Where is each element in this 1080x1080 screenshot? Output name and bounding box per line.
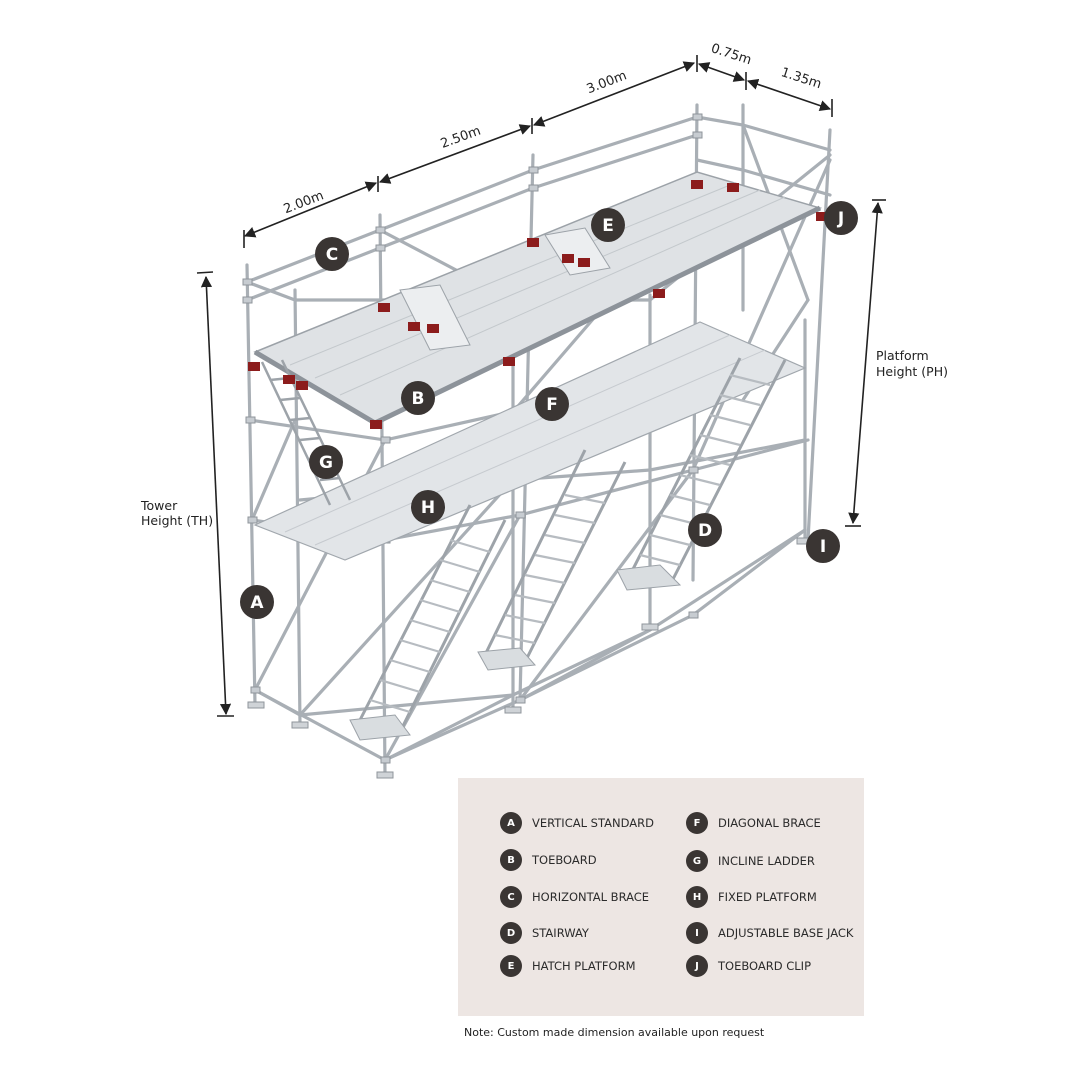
stair-landings [349, 564, 682, 741]
stairways [358, 357, 787, 733]
svg-text:A: A [250, 593, 264, 613]
svg-text:J: J [837, 209, 844, 229]
legend-badge: H [686, 886, 708, 908]
legend-label: FIXED PLATFORM [718, 890, 817, 904]
marker-b: B [401, 381, 435, 415]
tower-height-label-line2: Height (TH) [141, 513, 213, 528]
top-platform [253, 171, 823, 426]
svg-text:I: I [820, 537, 826, 557]
legend-item-incline-ladder: G INCLINE LADDER [686, 849, 815, 873]
base-jacks [247, 537, 814, 779]
legend-label: HATCH PLATFORM [532, 959, 636, 973]
legend-badge: A [500, 812, 522, 834]
legend-badge: F [686, 812, 708, 834]
platform-height-label-line2: Height (PH) [876, 364, 948, 379]
dim-bay3-label: 3.00m [585, 68, 629, 97]
marker-a: A [240, 585, 274, 619]
svg-text:C: C [326, 245, 338, 265]
legend-label: STAIRWAY [532, 926, 589, 940]
marker-c: C [315, 237, 349, 271]
legend-badge: B [500, 849, 522, 871]
legend-badge: I [686, 922, 708, 944]
legend-label: VERTICAL STANDARD [532, 816, 654, 830]
legend-label: ADJUSTABLE BASE JACK [718, 926, 854, 940]
footnote: Note: Custom made dimension available up… [464, 1026, 765, 1039]
platform-height-label-line1: Platform [876, 348, 929, 363]
svg-text:G: G [319, 453, 333, 473]
legend-badge: J [686, 955, 708, 977]
dim-width2-label: 1.35m [779, 65, 823, 92]
marker-d: D [688, 513, 722, 547]
legend-label: HORIZONTAL BRACE [532, 890, 650, 904]
legend-badge: C [500, 886, 522, 908]
legend-item-hatch-platform: E HATCH PLATFORM [500, 954, 636, 978]
legend-item-fixed-platform: H FIXED PLATFORM [686, 885, 817, 909]
svg-text:F: F [546, 395, 558, 415]
legend-badge: G [686, 850, 708, 872]
marker-g: G [309, 445, 343, 479]
legend-item-vertical-standard: A VERTICAL STANDARD [500, 811, 654, 835]
legend-item-toeboard: B TOEBOARD [500, 848, 597, 872]
svg-text:B: B [412, 389, 425, 409]
tower-height-label-line1: Tower [140, 498, 178, 513]
toeboard-clips [248, 180, 828, 429]
marker-j: J [824, 201, 858, 235]
marker-i: I [806, 529, 840, 563]
legend-label: INCLINE LADDER [718, 854, 815, 868]
dim-width1-label: 0.75m [709, 41, 753, 68]
legend-item-diagonal-brace: F DIAGONAL BRACE [686, 811, 821, 835]
svg-text:H: H [421, 498, 435, 518]
legend-item-toeboard-clip: J TOEBOARD CLIP [686, 954, 811, 978]
legend-item-horizontal-brace: C HORIZONTAL BRACE [500, 885, 649, 909]
legend-panel: A VERTICAL STANDARD B TOEBOARD C HORIZON… [458, 778, 864, 1016]
svg-text:E: E [602, 216, 614, 236]
legend-label: DIAGONAL BRACE [718, 816, 821, 830]
dim-bay2-label: 2.50m [439, 124, 483, 152]
marker-e: E [591, 208, 625, 242]
svg-text:D: D [698, 521, 712, 541]
marker-h: H [411, 490, 445, 524]
marker-f: F [535, 387, 569, 421]
dimension-lines [196, 55, 886, 717]
legend-label: TOEBOARD [532, 853, 597, 867]
legend-item-adjustable-base-jack: I ADJUSTABLE BASE JACK [686, 921, 853, 945]
legend-badge: E [500, 955, 522, 977]
legend-label: TOEBOARD CLIP [718, 959, 812, 973]
scaffold-diagram: 2.00m 2.50m 3.00m 0.75m 1.35m Tower Heig… [140, 41, 948, 779]
legend-item-stairway: D STAIRWAY [500, 921, 589, 945]
legend-badge: D [500, 922, 522, 944]
